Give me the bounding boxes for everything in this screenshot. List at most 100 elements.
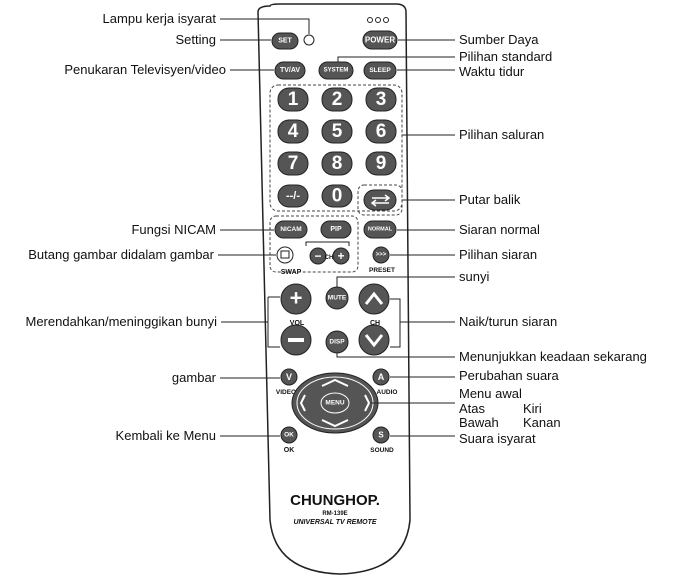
label-pip: Butang gambar didalam gambar xyxy=(28,247,214,262)
tvav-button[interactable]: TV/AV xyxy=(274,61,306,80)
label-menu: Menu awal xyxy=(459,386,522,401)
video-button[interactable]: V xyxy=(280,368,298,386)
channel-up-button[interactable] xyxy=(358,283,390,315)
video-caption: VIDEO xyxy=(276,389,296,396)
label-left: Kiri xyxy=(523,401,542,416)
audio-button[interactable]: A xyxy=(372,368,390,386)
sound-caption: SOUND xyxy=(370,447,394,454)
label-normal: Siaran normal xyxy=(459,222,540,237)
svg-text:S: S xyxy=(378,431,384,440)
digit-button-6[interactable]: 6 xyxy=(365,119,397,144)
label-power: Sumber Daya xyxy=(459,32,539,47)
pip-frame xyxy=(269,215,359,273)
volume-up-button[interactable]: + xyxy=(280,283,312,315)
digit-button-0[interactable]: 0 xyxy=(321,184,353,208)
digit-button-1[interactable]: 1 xyxy=(277,87,309,112)
audio-caption: AUDIO xyxy=(377,389,398,396)
svg-text:V: V xyxy=(286,372,292,382)
ch-small-caption: CH xyxy=(325,255,334,261)
swap-button[interactable] xyxy=(276,246,294,264)
svg-text:−: − xyxy=(314,249,321,263)
digit-button-7[interactable]: 7 xyxy=(277,151,309,176)
digit-button-2[interactable]: 2 xyxy=(321,87,353,112)
label-nicam: Fungsi NICAM xyxy=(131,222,216,237)
svg-text:--/-: --/- xyxy=(286,190,300,202)
svg-text:PIP: PIP xyxy=(330,226,342,233)
label-ch-updown: Naik/turun siaran xyxy=(459,314,557,329)
channel-up-icon xyxy=(364,291,384,305)
svg-text:7: 7 xyxy=(288,153,299,174)
label-down: Bawah xyxy=(459,415,499,430)
svg-text:1: 1 xyxy=(288,89,299,110)
digit-button-8[interactable]: 8 xyxy=(321,151,353,176)
svg-text:NORMAL: NORMAL xyxy=(368,227,393,233)
preset-caption: PRESET xyxy=(369,267,395,274)
sound-button[interactable]: S xyxy=(372,426,390,444)
svg-text:6: 6 xyxy=(376,121,387,142)
svg-text:SET: SET xyxy=(278,38,292,45)
recall-arrows-icon xyxy=(370,194,391,207)
svg-text:3: 3 xyxy=(376,89,387,110)
svg-text:4: 4 xyxy=(288,121,299,142)
power-button[interactable]: POWER xyxy=(362,30,398,50)
nav-left-button[interactable] xyxy=(299,394,306,412)
svg-text:SLEEP: SLEEP xyxy=(369,67,391,74)
svg-text:MENU: MENU xyxy=(325,400,344,407)
recall-button[interactable] xyxy=(363,189,397,211)
number-pad: 1 2 3 4 5 6 7 8 9 --/- 0 xyxy=(277,87,397,208)
sleep-button[interactable]: SLEEP xyxy=(363,61,397,80)
label-back-menu: Kembali ke Menu xyxy=(116,428,216,443)
label-preset: Pilihan siaran xyxy=(459,247,537,262)
digit-button-9[interactable]: 9 xyxy=(365,151,397,176)
brand-logo: CHUNGHOP. xyxy=(290,492,380,509)
model-number: RM-139E xyxy=(322,511,347,517)
nav-up-button[interactable] xyxy=(321,378,349,387)
svg-text:TV/AV: TV/AV xyxy=(280,67,300,74)
vol-caption: VOL xyxy=(290,320,305,327)
label-display: Menunjukkan keadaan sekarang xyxy=(459,349,647,364)
ok-caption: OK xyxy=(284,447,295,454)
nav-right-button[interactable] xyxy=(364,394,371,412)
digit-button-4[interactable]: 4 xyxy=(277,119,309,144)
svg-text:A: A xyxy=(378,372,385,382)
mute-button[interactable]: MUTE xyxy=(325,286,349,310)
disp-button[interactable]: DISP xyxy=(325,330,349,354)
label-sound: Suara isyarat xyxy=(459,431,536,446)
channel-down-icon xyxy=(364,334,384,348)
svg-text:2: 2 xyxy=(332,89,343,110)
menu-button[interactable]: MENU xyxy=(320,392,350,414)
label-tv-video: Penukaran Televisyen/video xyxy=(64,62,226,77)
svg-text:POWER: POWER xyxy=(365,36,395,45)
channel-down-button[interactable] xyxy=(358,324,390,356)
nicam-button[interactable]: NICAM xyxy=(274,220,308,239)
label-picture: gambar xyxy=(172,370,217,385)
svg-text:SYSTEM: SYSTEM xyxy=(324,68,349,74)
svg-text:MUTE: MUTE xyxy=(328,295,347,302)
pip-ch-down-button[interactable]: − xyxy=(309,247,327,265)
digit-button-3[interactable]: 3 xyxy=(365,87,397,112)
set-button[interactable]: SET xyxy=(271,32,299,50)
label-setting: Setting xyxy=(176,32,216,47)
nav-down-button[interactable] xyxy=(321,419,349,428)
svg-text:DISP: DISP xyxy=(329,339,345,346)
volume-down-button[interactable] xyxy=(280,324,312,356)
label-audio: Perubahan suara xyxy=(459,368,560,383)
leader-lines-right xyxy=(336,39,455,437)
pip-button[interactable]: PIP xyxy=(320,220,352,239)
svg-text:9: 9 xyxy=(376,153,387,174)
label-channels: Pilihan saluran xyxy=(459,127,544,142)
preset-button[interactable]: >>> xyxy=(372,246,390,264)
normal-button[interactable]: NORMAL xyxy=(363,220,397,239)
pip-ch-up-button[interactable]: + xyxy=(332,247,350,265)
ch-bracket xyxy=(305,241,350,246)
svg-text:0: 0 xyxy=(332,186,343,207)
ok-button[interactable]: OK xyxy=(280,426,298,444)
dash-button[interactable]: --/- xyxy=(277,184,309,208)
digit-button-5[interactable]: 5 xyxy=(321,119,353,144)
nav-cluster: MENU xyxy=(291,372,379,434)
svg-text:8: 8 xyxy=(332,153,343,174)
number-pad-frame xyxy=(269,84,403,212)
label-up: Atas xyxy=(459,401,486,416)
svg-text:OK: OK xyxy=(284,432,294,439)
system-button[interactable]: SYSTEM xyxy=(318,61,354,80)
